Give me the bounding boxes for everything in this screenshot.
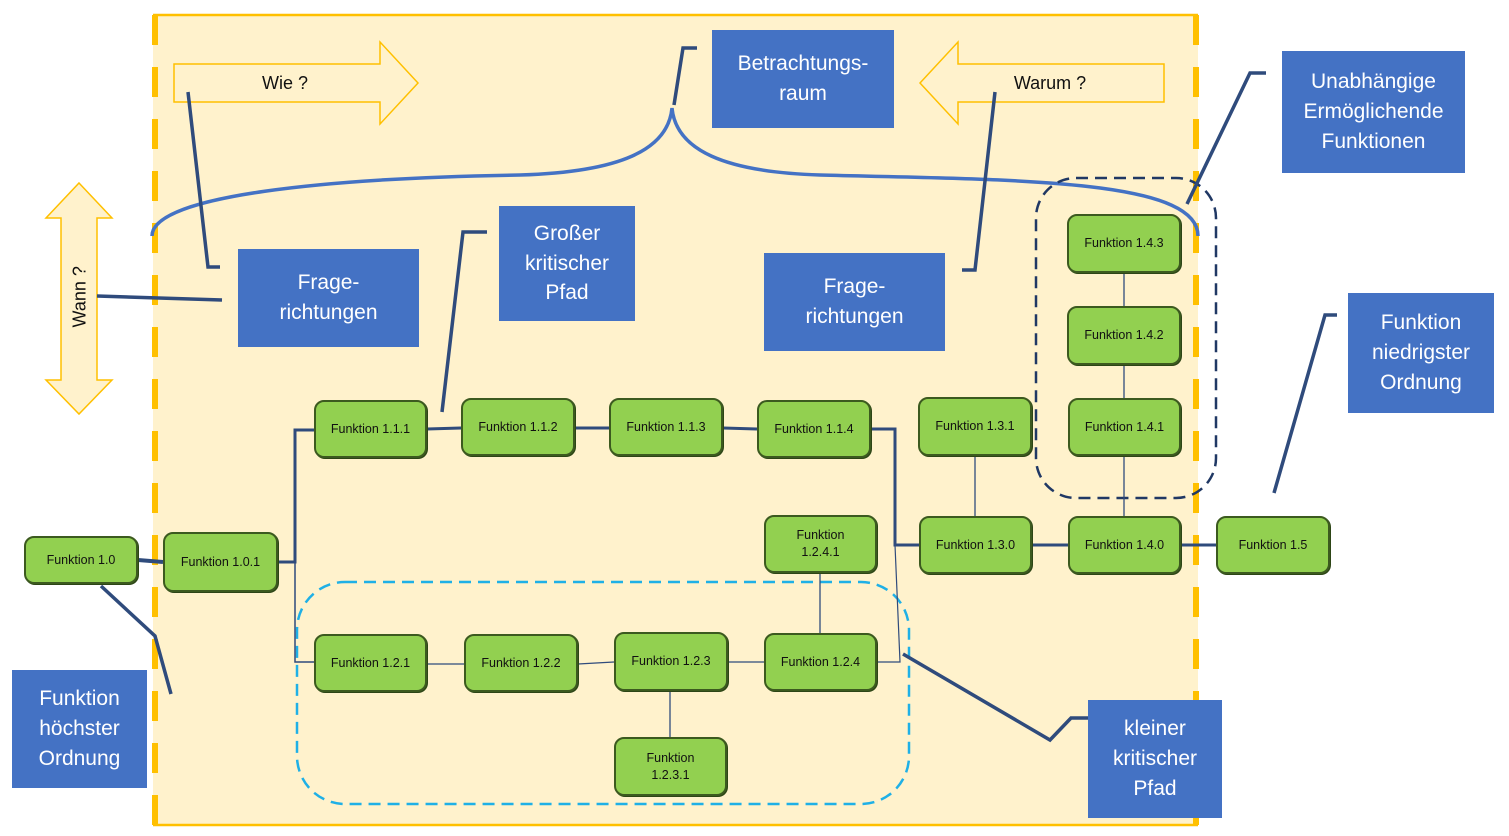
fragerichtungen-right-callout: Frage- richtungen [764,253,945,351]
betrachtungsraum-callout: Betrachtungs- raum [712,30,894,128]
unabhaengige-callout: Unabhängige Ermöglichende Funktionen [1282,51,1465,173]
function-node-1-2-2[interactable]: Funktion 1.2.2 [464,634,578,692]
function-node-1-4-1[interactable]: Funktion 1.4.1 [1068,398,1181,456]
function-node-1-1-3[interactable]: Funktion 1.1.3 [609,398,723,456]
warum-label: Warum ? [1013,72,1087,93]
function-node-1-2-3[interactable]: Funktion 1.2.3 [614,632,728,691]
wie-label: Wie ? [261,72,308,93]
function-node-1-1-4[interactable]: Funktion 1.1.4 [757,400,871,458]
function-node-1-4-0[interactable]: Funktion 1.4.0 [1068,516,1181,574]
hoechste-ordnung-callout: Funktion höchster Ordnung [12,670,147,788]
function-node-1-2-4[interactable]: Funktion 1.2.4 [764,633,877,691]
niedrigste-ordnung-callout: Funktion niedrigster Ordnung [1348,293,1494,413]
callout-pointers [96,46,1337,743]
function-node-1-5[interactable]: Funktion 1.5 [1216,516,1330,574]
wann-arrow [44,181,114,416]
kleiner-pfad-outline [295,580,911,806]
connectors [137,273,1216,737]
function-node-1-3-0[interactable]: Funktion 1.3.0 [919,516,1032,574]
kleiner-kritischer-pfad-callout: kleiner kritischer Pfad [1088,700,1222,818]
function-node-1-2-4-1[interactable]: Funktion 1.2.4.1 [764,515,877,573]
wann-label: Wann ? [69,266,90,328]
betrachtungsraum-brace [150,107,1200,237]
function-node-1-3-1[interactable]: Funktion 1.3.1 [918,397,1032,456]
warum-arrow [918,40,1165,126]
function-node-1-2-3-1[interactable]: Funktion 1.2.3.1 [614,737,727,796]
wie-arrow [173,40,420,126]
function-node-1-2-1[interactable]: Funktion 1.2.1 [314,634,427,692]
function-node-1-1-2[interactable]: Funktion 1.1.2 [461,398,575,456]
function-node-1-0-1[interactable]: Funktion 1.0.1 [163,532,278,592]
function-node-1-1-1[interactable]: Funktion 1.1.1 [314,400,427,458]
fragerichtungen-left-callout: Frage- richtungen [238,249,419,347]
function-node-1-4-2[interactable]: Funktion 1.4.2 [1067,306,1181,365]
grosser-kritischer-pfad-callout: Großer kritischer Pfad [499,206,635,321]
function-node-1-4-3[interactable]: Funktion 1.4.3 [1067,214,1181,273]
function-node-1-0[interactable]: Funktion 1.0 [24,536,138,584]
unabhaengige-outline [1034,176,1218,500]
